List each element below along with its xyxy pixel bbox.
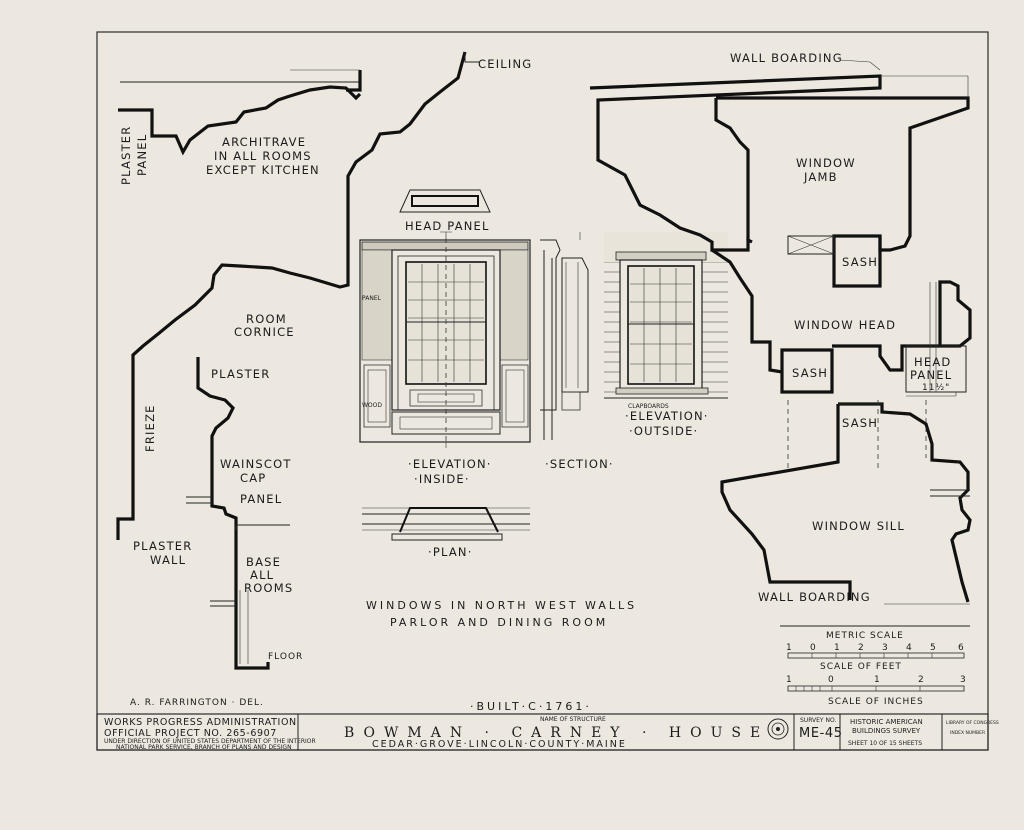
label-plaster-wall-1: PLASTER	[133, 539, 192, 553]
label-plan: ·PLAN·	[428, 545, 473, 559]
sheet-number: SHEET 10 OF 15 SHEETS	[848, 740, 922, 747]
label-wood-tag: WOOD	[362, 402, 382, 409]
label-sash-1: SASH	[842, 255, 878, 269]
label-wall-boarding-top: WALL BOARDING	[730, 51, 843, 65]
label-sash-2: SASH	[792, 366, 828, 380]
label-elevation-outside-1: ·ELEVATION·	[625, 409, 709, 423]
window-sill-profile	[720, 400, 972, 605]
metric-tick: 1	[834, 643, 841, 653]
label-section: ·SECTION·	[545, 457, 614, 471]
habs-line-1: HISTORIC AMERICAN	[850, 718, 923, 726]
label-architrave-1: ARCHITRAVE	[222, 135, 306, 149]
metric-tick: 2	[858, 643, 865, 653]
label-architrave-3: EXCEPT KITCHEN	[206, 163, 320, 177]
label-rooms: ROOMS	[244, 581, 293, 595]
habs-line-2: BUILDINGS SURVEY	[852, 727, 921, 735]
architrave-profile	[118, 69, 362, 156]
label-plaster-wall-2: WALL	[150, 553, 186, 567]
label-window-sill: WINDOW SILL	[812, 519, 905, 533]
inch-ticks: 1 0 1 2 3	[786, 675, 967, 685]
ceiling-cornice-profile	[116, 51, 480, 540]
habs-seal-icon	[767, 718, 789, 740]
metric-tick: 6	[958, 643, 965, 653]
label-panel-tag: PANEL	[362, 295, 382, 302]
label-head-panel: HEAD PANEL	[405, 219, 490, 233]
caption-line-2: PARLOR AND DINING ROOM	[390, 616, 608, 629]
label-wainscot: WAINSCOT	[220, 457, 292, 471]
label-window-jamb-2: JAMB	[803, 170, 838, 184]
label-sash-3: SASH	[842, 416, 878, 430]
label-elevation-outside-2: ·OUTSIDE·	[629, 424, 698, 438]
label-room-cornice-2: CORNICE	[234, 325, 295, 339]
structure-name: BOWMAN · CARNEY · HOUSE	[344, 725, 769, 741]
label-panel: PANEL	[240, 492, 282, 506]
label-head-panel-right-1: HEAD	[914, 355, 951, 369]
inch-tick: 2	[918, 675, 925, 685]
inch-tick: 3	[960, 675, 967, 685]
elevation-outside-drawing	[604, 232, 728, 399]
name-of-structure-caption: NAME OF STRUCTURE	[540, 716, 606, 723]
window-jamb-profile	[589, 59, 970, 288]
title-block: WORKS PROGRESS ADMINISTRATION OFFICIAL P…	[96, 713, 999, 751]
caption-line-1: WINDOWS IN NORTH WEST WALLS	[366, 599, 637, 612]
library-line-2: INDEX NUMBER	[950, 730, 985, 736]
survey-number: ME-45	[799, 726, 843, 741]
metric-tick: 1	[786, 643, 793, 653]
label-clapboards: CLAPBOARDS	[628, 403, 669, 410]
label-window-head: WINDOW HEAD	[794, 318, 896, 332]
wpa-line-2: OFFICIAL PROJECT NO. 265-6907	[104, 728, 277, 739]
inches-scale-title: SCALE OF INCHES	[828, 697, 924, 707]
section-drawing	[540, 239, 589, 440]
dimension-lines	[440, 231, 957, 448]
label-base: BASE	[246, 555, 281, 569]
feet-scale-title: SCALE OF FEET	[820, 662, 902, 672]
wpa-line-4: NATIONAL PARK SERVICE, BRANCH OF PLANS A…	[116, 744, 292, 751]
library-line-1: LIBRARY OF CONGRESS	[946, 720, 999, 726]
label-ceiling: CEILING	[478, 57, 532, 71]
window-head-profile	[711, 248, 972, 394]
elevation-inside-drawing	[359, 238, 531, 443]
built-date: ·BUILT·C·1761·	[470, 700, 592, 713]
survey-no-caption: SURVEY NO.	[800, 717, 836, 724]
label-elevation-inside-2: ·INSIDE·	[414, 472, 470, 486]
label-floor: FLOOR	[268, 652, 303, 662]
metric-tick: 5	[930, 643, 937, 653]
label-window-jamb-1: WINDOW	[796, 156, 856, 170]
label-panel-vertical: PANEL	[135, 134, 149, 176]
plan-drawing	[362, 507, 530, 541]
label-all: ALL	[250, 568, 274, 582]
wainscot-base-profile	[186, 357, 290, 670]
label-head-panel-right-2: PANEL	[910, 368, 952, 382]
metric-ticks: 1 0 1 2 3 4 5 6	[786, 643, 965, 653]
drawing-labels: CEILING ARCHITRAVE IN ALL ROOMS EXCEPT K…	[119, 51, 952, 662]
metric-tick: 3	[882, 643, 889, 653]
label-architrave-2: IN ALL ROOMS	[214, 149, 312, 163]
label-frieze: FRIEZE	[143, 404, 157, 452]
label-elevation-inside-1: ·ELEVATION·	[408, 457, 492, 471]
scale-block: METRIC SCALE 1 0 1 2 3 4 5 6 SCALE OF FE…	[780, 625, 970, 707]
metric-scale-title: METRIC SCALE	[826, 631, 904, 641]
label-room-cornice-1: ROOM	[246, 312, 287, 326]
label-head-panel-right-3: 11½"	[922, 383, 950, 393]
inch-tick: 0	[828, 675, 835, 685]
inch-tick: 1	[786, 675, 793, 685]
label-plaster: PLASTER	[211, 367, 270, 381]
label-wall-boarding-bottom: WALL BOARDING	[758, 590, 871, 604]
label-cap: CAP	[240, 471, 266, 485]
inch-tick: 1	[874, 675, 881, 685]
head-panel-drawing	[399, 189, 491, 213]
wpa-line-1: WORKS PROGRESS ADMINISTRATION	[104, 717, 297, 728]
delineator-credit: A. R. FARRINGTON · DEL.	[130, 698, 264, 708]
metric-tick: 0	[810, 643, 817, 653]
metric-tick: 4	[906, 643, 913, 653]
structure-location: CEDAR·GROVE·LINCOLN·COUNTY·MAINE	[372, 739, 627, 750]
label-plaster-vertical: PLASTER	[119, 126, 133, 185]
wpa-line-3: UNDER DIRECTION OF UNITED STATES DEPARTM…	[104, 738, 316, 745]
